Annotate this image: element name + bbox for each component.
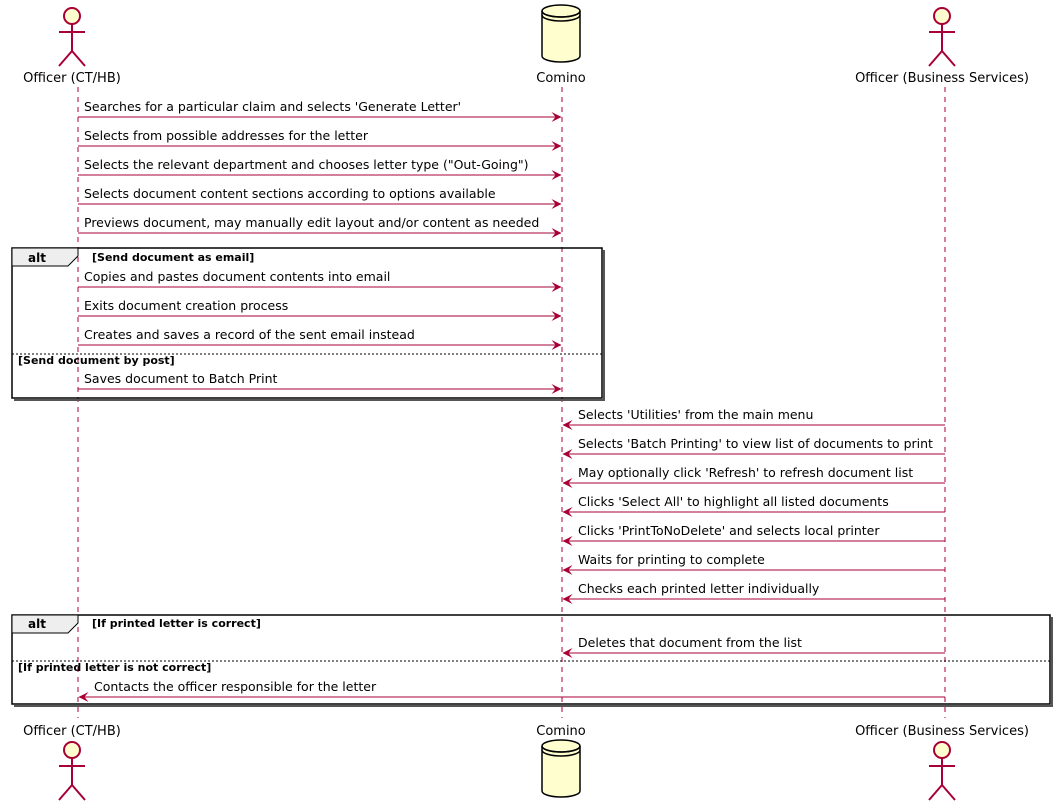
message: Exits document creation process <box>78 298 562 321</box>
message: Creates and saves a record of the sent e… <box>78 327 562 350</box>
message: Copies and pastes document contents into… <box>78 269 562 292</box>
message-label: Checks each printed letter individually <box>578 581 820 596</box>
alt-condition-post: [Send document by post] <box>18 354 175 367</box>
message-label: Selects 'Utilities' from the main menu <box>578 407 813 422</box>
message: Waits for printing to complete <box>562 552 945 575</box>
alt-frame-2: alt [If printed letter is correct] [If p… <box>11 614 1053 707</box>
participant-label: Officer (Business Services) <box>855 71 1029 86</box>
alt-frame-1: alt [Send document as email] [Send docum… <box>11 247 605 401</box>
actor-icon <box>928 7 956 67</box>
participant-label: Officer (CT/HB) <box>23 724 121 739</box>
alt-condition-not-correct: [If printed letter is not correct] <box>18 661 211 674</box>
message-label: Exits document creation process <box>84 298 288 313</box>
message-label: Searches for a particular claim and sele… <box>84 99 461 114</box>
message-label: May optionally click 'Refresh' to refres… <box>578 465 913 480</box>
participant-label: Officer (CT/HB) <box>23 71 121 86</box>
message: Previews document, may manually edit lay… <box>78 215 562 238</box>
message: Selects the relevant department and choo… <box>78 157 562 180</box>
message: Checks each printed letter individually <box>562 581 945 604</box>
participant-label: Officer (Business Services) <box>855 724 1029 739</box>
alt-condition-correct: [If printed letter is correct] <box>92 617 261 630</box>
message-label: Clicks 'Select All' to highlight all lis… <box>578 494 889 509</box>
actor-icon <box>58 741 86 801</box>
participant-label: Comino <box>536 724 586 739</box>
alt-keyword-1: alt <box>28 251 46 265</box>
message: Contacts the officer responsible for the… <box>78 679 945 702</box>
participant-officer-bottom: Officer (CT/HB) <box>23 724 121 801</box>
message-label: Selects the relevant department and choo… <box>84 157 529 172</box>
message-label: Selects from possible addresses for the … <box>84 128 369 143</box>
message-label: Copies and pastes document contents into… <box>84 269 390 284</box>
participant-label: Comino <box>536 71 586 86</box>
actor-icon <box>928 741 956 801</box>
message-label: Saves document to Batch Print <box>84 371 277 386</box>
actor-icon <box>58 7 86 67</box>
message-label: Previews document, may manually edit lay… <box>84 215 539 230</box>
message-label: Deletes that document from the list <box>578 635 802 650</box>
participant-comino-bottom: Comino <box>536 724 586 798</box>
participant-officer-top: Officer (CT/HB) <box>23 7 121 86</box>
message: Selects 'Utilities' from the main menu <box>562 407 945 430</box>
message: Selects document content sections accord… <box>78 186 562 209</box>
message-label: Clicks 'PrintToNoDelete' and selects loc… <box>578 523 880 538</box>
message: Selects from possible addresses for the … <box>78 128 562 151</box>
alt-keyword-2: alt <box>28 617 46 631</box>
message-label: Creates and saves a record of the sent e… <box>84 327 415 342</box>
messages: Searches for a particular claim and sele… <box>78 99 945 702</box>
participant-business-services-top: Officer (Business Services) <box>855 7 1029 86</box>
message-label: Selects document content sections accord… <box>84 186 496 201</box>
alt-condition-email: [Send document as email] <box>92 251 254 264</box>
message: May optionally click 'Refresh' to refres… <box>562 465 945 488</box>
message: Selects 'Batch Printing' to view list of… <box>562 436 945 459</box>
message-label: Waits for printing to complete <box>578 552 765 567</box>
database-icon <box>541 4 581 63</box>
message: Searches for a particular claim and sele… <box>78 99 562 122</box>
database-icon <box>541 739 581 798</box>
participant-comino-top: Comino <box>536 4 586 86</box>
message-label: Selects 'Batch Printing' to view list of… <box>578 436 933 451</box>
message: Clicks 'Select All' to highlight all lis… <box>562 494 945 517</box>
message-label: Contacts the officer responsible for the… <box>94 679 377 694</box>
message: Saves document to Batch Print <box>78 371 562 394</box>
message: Clicks 'PrintToNoDelete' and selects loc… <box>562 523 945 546</box>
message: Deletes that document from the list <box>562 635 945 658</box>
participant-business-services-bottom: Officer (Business Services) <box>855 724 1029 801</box>
